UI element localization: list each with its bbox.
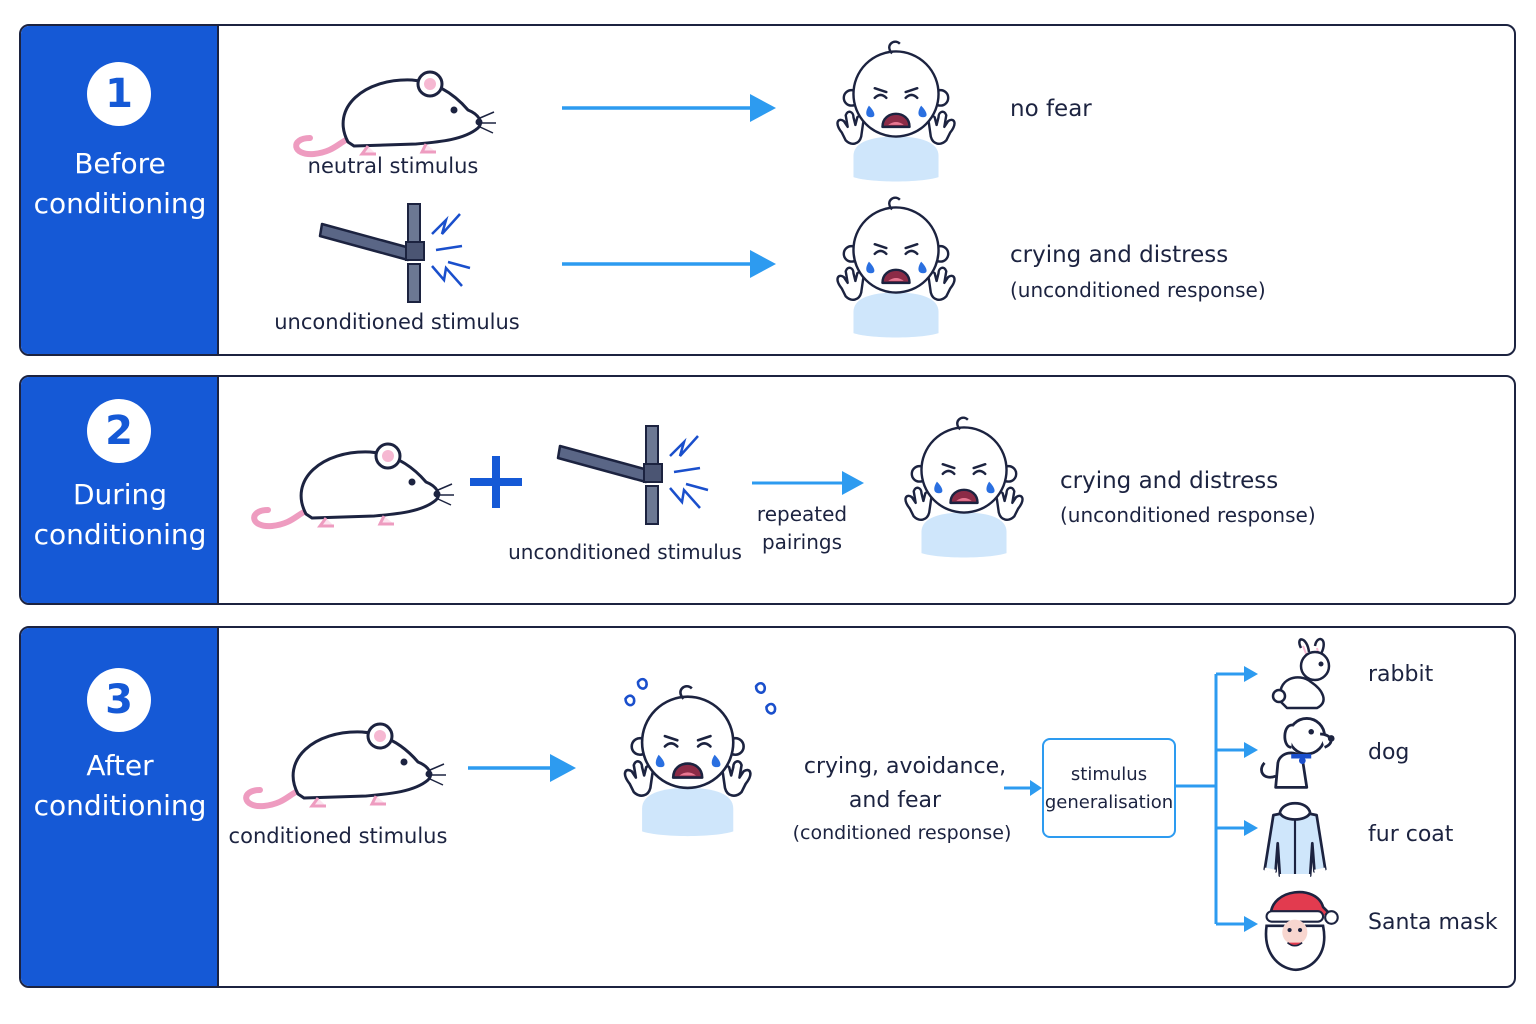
- generalisation-line-1: stimulus: [1070, 764, 1148, 785]
- branch-connector: [1176, 666, 1258, 932]
- stage-2-title-line-1: During: [72, 478, 168, 511]
- repeated-pairings-line-2: pairings: [761, 530, 843, 554]
- stage-1-panel: 1 Before conditioning: [19, 24, 1516, 356]
- unconditioned-stimulus-label: unconditioned stimulus: [274, 310, 520, 334]
- stage-2-header: 2 During conditioning: [21, 377, 219, 603]
- unconditioned-response-note: (unconditioned response): [1010, 278, 1266, 302]
- conditioned-response-note: (conditioned response): [792, 822, 1012, 844]
- stage-3-number: 3: [87, 668, 151, 732]
- fur-coat-icon: [1263, 801, 1327, 878]
- arrow-icon: [562, 250, 776, 278]
- dog-label: dog: [1368, 740, 1410, 765]
- hammer-clang-icon: [556, 424, 710, 526]
- rat-icon: [238, 712, 448, 812]
- arrow-icon: [1004, 780, 1042, 796]
- arrow-icon: [468, 754, 576, 782]
- unconditioned-stimulus-label: unconditioned stimulus: [508, 540, 742, 564]
- rabbit-label: rabbit: [1368, 662, 1434, 687]
- rat-icon: [246, 432, 456, 532]
- santa-mask-icon: [1264, 890, 1340, 972]
- stage-1-title-line-2: conditioning: [33, 187, 207, 220]
- stage-3-header: 3 After conditioning: [21, 628, 219, 986]
- stage-3-title-line-1: After: [86, 749, 154, 782]
- arrow-icon: [752, 471, 864, 495]
- baby-icon: [836, 196, 956, 339]
- baby-icon: [836, 40, 956, 183]
- crying-distress-label: crying and distress: [1060, 468, 1279, 494]
- stage-2-title-line-2: conditioning: [33, 518, 207, 551]
- baby-icon: [904, 416, 1024, 559]
- fur-coat-label: fur coat: [1368, 822, 1454, 847]
- arrow-icon: [562, 94, 776, 122]
- conditioned-stimulus-label: conditioned stimulus: [228, 824, 448, 848]
- stage-2-number: 2: [87, 399, 151, 463]
- plus-icon: [470, 456, 522, 508]
- rat-icon: [288, 60, 498, 160]
- unconditioned-response-note: (unconditioned response): [1060, 503, 1316, 527]
- stage-2-panel: 2 During conditioning: [19, 375, 1516, 605]
- rabbit-icon: [1271, 637, 1331, 710]
- repeated-pairings-line-1: repeated: [756, 502, 848, 526]
- neutral-stimulus-label: neutral stimulus: [307, 154, 479, 178]
- stimulus-generalisation-box: stimulus generalisation: [1042, 738, 1176, 838]
- stage-3-title-line-2: conditioning: [33, 789, 207, 822]
- generalisation-line-2: generalisation: [1044, 792, 1174, 813]
- santa-mask-label: Santa mask: [1368, 910, 1498, 935]
- stage-1-header: 1 Before conditioning: [21, 26, 219, 354]
- conditioned-response-line-1: crying, avoidance,: [803, 754, 1007, 779]
- crying-distress-label: crying and distress: [1010, 242, 1229, 268]
- conditioned-response-line-2: and fear: [848, 788, 942, 813]
- stage-1-number: 1: [87, 62, 151, 126]
- stage-1-title-line-1: Before: [74, 147, 166, 180]
- baby-icon: [612, 676, 782, 848]
- no-fear-label: no fear: [1010, 96, 1092, 122]
- dog-icon: [1256, 714, 1342, 794]
- hammer-clang-icon: [318, 202, 472, 304]
